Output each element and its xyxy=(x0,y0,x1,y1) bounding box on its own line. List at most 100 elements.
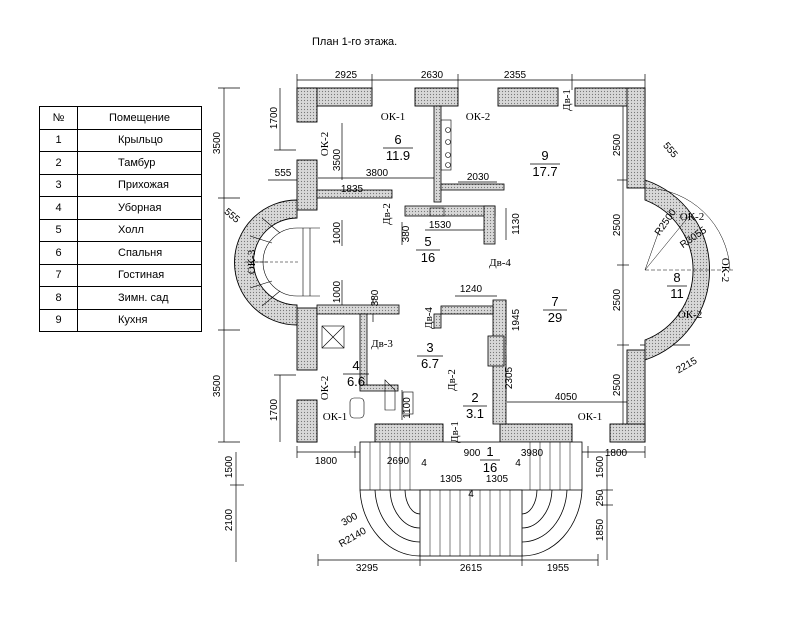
room-area: 17.7 xyxy=(532,164,557,179)
room-number: 5 xyxy=(424,234,431,249)
dim-inner: 1100 xyxy=(402,397,413,419)
dim-inner: 1240 xyxy=(460,284,483,295)
door-label: Дв-1 xyxy=(561,89,573,111)
room-1: 1 16 xyxy=(480,444,500,475)
dim-inner: 4050 xyxy=(555,392,578,403)
legend-room: Прихожая xyxy=(77,173,202,197)
legend-header-room: Помещение xyxy=(77,106,202,130)
legend-room: Кухня xyxy=(77,308,202,332)
window-label: ОК-1 xyxy=(323,411,347,423)
door-label: Дв-1 xyxy=(449,421,461,443)
dim-right: 1500 xyxy=(595,455,606,478)
room-area: 16 xyxy=(483,460,497,475)
dim-inner: 1000 xyxy=(332,280,343,303)
dim-porch-top: 1305 xyxy=(486,474,509,485)
legend-num: 9 xyxy=(39,308,78,332)
dim-inner: 1945 xyxy=(511,308,522,331)
room-number: 4 xyxy=(352,358,359,373)
dim-porch-bottom: 2615 xyxy=(460,563,483,574)
dim-bottom: 1800 xyxy=(605,448,628,459)
dim-inner: 1130 xyxy=(511,213,522,235)
exterior-walls xyxy=(296,87,646,443)
legend-num: 4 xyxy=(39,196,78,220)
dim-top: 2630 xyxy=(421,70,444,81)
dim-left: 3500 xyxy=(212,131,223,154)
dim-left: 1500 xyxy=(224,455,235,478)
window-label: ОК-2 xyxy=(319,132,331,156)
room-number: 2 xyxy=(471,390,478,405)
dim-porch-bottom: 3295 xyxy=(356,563,379,574)
room-area: 6.7 xyxy=(421,356,439,371)
dim-inner: 555 xyxy=(275,168,292,179)
legend-header-row: № Помещение xyxy=(39,106,202,130)
window-label: ОК-1 xyxy=(578,411,602,423)
legend-room: Тамбур xyxy=(77,151,202,175)
room-number: 6 xyxy=(394,132,401,147)
dim-inner: 2215 xyxy=(674,355,699,376)
dim-left: 1700 xyxy=(269,106,280,129)
door-label: Дв-3 xyxy=(371,338,393,350)
room-number: 9 xyxy=(541,148,548,163)
dim-left: 2100 xyxy=(224,508,235,531)
room-number: 1 xyxy=(486,444,493,459)
right-bay-garden xyxy=(644,179,735,361)
dim-inner: 2305 xyxy=(504,366,515,389)
room-4: 4 6.6 xyxy=(343,358,369,389)
room-area: 6.6 xyxy=(347,374,365,389)
plan-title: План 1-го этажа. xyxy=(312,36,398,48)
left-bay-stair xyxy=(234,199,320,326)
opening-labels: ОК-1 ОК-2 ОК-1 ОК-1 ОК-2 ОК-2 ОК-2 ОК-2 … xyxy=(246,89,731,443)
door-label: Дв-2 xyxy=(446,369,458,391)
dim-inner: R2140 xyxy=(337,525,368,549)
fixtures xyxy=(321,119,452,419)
window-label: ОК-3 xyxy=(246,249,258,274)
legend-room: Крыльцо xyxy=(77,128,202,152)
dim-right: 2500 xyxy=(612,213,623,236)
door-label: Дв-4 xyxy=(423,307,435,329)
dim-inner: 300 xyxy=(340,511,360,529)
dim-right: 1850 xyxy=(595,518,606,541)
dim-bottom: 900 xyxy=(464,448,481,459)
room-area: 16 xyxy=(421,250,435,265)
window-label: ОК-1 xyxy=(381,111,405,123)
room-area: 29 xyxy=(548,310,562,325)
dim-bottom: 3980 xyxy=(521,448,544,459)
dim-top: 2355 xyxy=(504,70,527,81)
door-label: Дв-4 xyxy=(489,257,511,269)
dim-bottom: 2690 xyxy=(387,456,410,467)
interior-walls xyxy=(316,105,507,425)
dim-left: 3500 xyxy=(212,374,223,397)
room-3: 3 6.7 xyxy=(417,340,443,371)
dim-inner: 555 xyxy=(222,207,242,226)
window-label: ОК-2 xyxy=(319,376,331,400)
room-number: 8 xyxy=(673,270,680,285)
dim-inner: 1835 xyxy=(341,184,364,195)
dim-right: 2500 xyxy=(612,133,623,156)
room-7: 7 29 xyxy=(543,294,567,325)
dim-left: 1700 xyxy=(269,398,280,421)
room-number: 3 xyxy=(426,340,433,355)
dim-inner: 380 xyxy=(401,225,412,242)
dim-porch-bottom: 1955 xyxy=(547,563,570,574)
room-area: 3.1 xyxy=(466,406,484,421)
door-label: Дв-2 xyxy=(381,203,393,225)
porch xyxy=(359,441,583,557)
room-area: 11.9 xyxy=(386,148,410,163)
room-6: 6 11.9 xyxy=(383,132,413,163)
legend-room: Уборная xyxy=(77,196,202,220)
dim-top: 2925 xyxy=(335,70,358,81)
dim-inner: 555 xyxy=(660,140,679,160)
dim-inner: 380 xyxy=(370,289,381,306)
room-labels: 1 16 2 3.1 3 6.7 4 6.6 5 16 6 11.9 xyxy=(343,132,687,475)
window-label: ОК-2 xyxy=(680,211,704,223)
dim-right: 2500 xyxy=(612,373,623,396)
room-5: 5 16 xyxy=(416,234,440,265)
dim-inner: 1530 xyxy=(429,220,452,231)
dim-inner: 2030 xyxy=(467,172,490,183)
